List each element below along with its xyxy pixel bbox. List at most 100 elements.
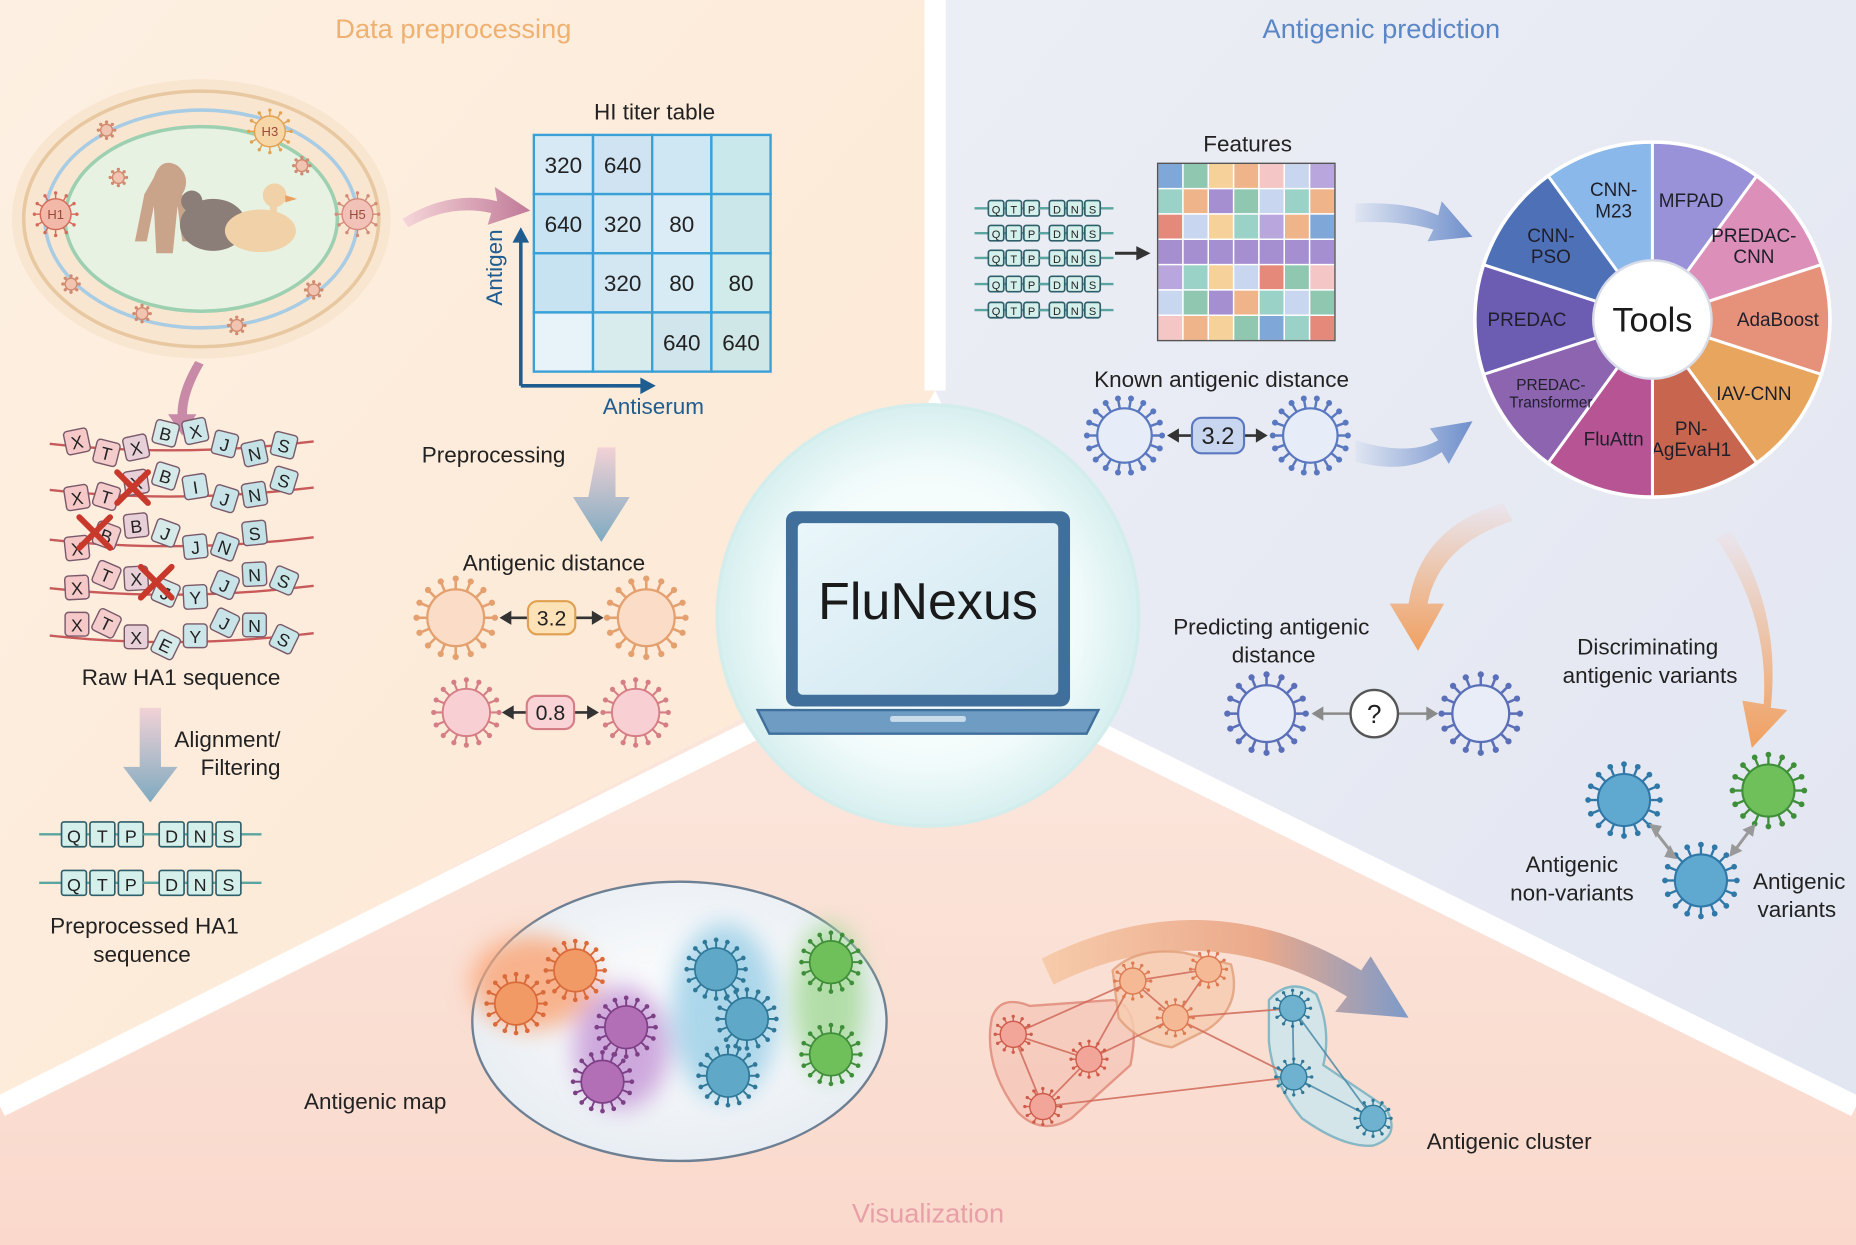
residue-box: P — [1023, 301, 1041, 319]
hi-cell-value: 80 — [728, 271, 753, 296]
arrow-to-raw-sequence — [168, 360, 204, 436]
residue: N — [246, 443, 263, 465]
residue-box: E — [150, 629, 182, 661]
feature-cell — [1232, 289, 1260, 316]
residue-box: N — [1066, 249, 1084, 267]
feature-cell — [1207, 238, 1235, 266]
residue-box: S — [1084, 224, 1102, 242]
residue-box: B — [151, 418, 181, 448]
tool-label: AdaBoost — [1737, 310, 1820, 331]
residue: Q — [67, 875, 81, 895]
residue-box: D — [1048, 224, 1066, 242]
residue-box: J — [210, 429, 240, 459]
residue-box: N — [240, 480, 269, 509]
residue-box: N — [241, 612, 268, 638]
hi-cell-value: 640 — [545, 212, 583, 237]
residue: X — [130, 628, 142, 648]
features-title: Features — [1203, 131, 1292, 156]
arrow-cluster-evolution — [1041, 919, 1409, 1018]
map-virus — [715, 987, 779, 1051]
residue-box: X — [181, 416, 210, 446]
tools-wheel: CNN-M23MFPADPREDAC-CNNAdaBoostIAV-CNNPN-… — [1473, 140, 1832, 499]
cluster-edge — [1042, 1076, 1294, 1108]
virus-b — [603, 575, 689, 661]
host-label-h5: H5 — [349, 207, 366, 222]
residue-box: D — [158, 821, 185, 848]
residue-box: S — [1084, 301, 1102, 319]
tool-label: Transformer — [1509, 395, 1592, 412]
tool-label: CNN — [1733, 247, 1774, 268]
residue-box: Q — [987, 301, 1005, 319]
residue-box: N — [1066, 199, 1084, 217]
feature-cell — [1182, 238, 1210, 266]
cluster-edge — [1012, 980, 1134, 1036]
residue-box: T — [91, 559, 122, 591]
small-virus-5 — [226, 315, 247, 336]
preprocessed-label-line2: sequence — [93, 942, 190, 967]
variants-label-line2: variants — [1757, 897, 1836, 922]
arrow-features-to-tools — [1355, 201, 1473, 242]
residue: S — [222, 827, 234, 847]
residue: T — [1010, 254, 1017, 266]
residue: Q — [992, 280, 1001, 292]
feature-cell — [1232, 263, 1260, 291]
feature-cell — [1308, 263, 1336, 291]
known-virus-a — [1083, 395, 1166, 476]
cluster-node-virus — [1023, 1086, 1063, 1127]
residue: Q — [67, 827, 81, 847]
residue: Q — [992, 254, 1001, 266]
hi-cell: 640 — [532, 192, 595, 255]
residue-box: N — [1066, 275, 1084, 293]
cluster-node-virus — [1272, 988, 1313, 1028]
residue-box: S — [215, 821, 242, 848]
tools-hub — [1592, 259, 1713, 380]
residue-box: Q — [987, 275, 1005, 293]
residue-box: S — [269, 465, 299, 495]
predicting-label-line1: Predicting antigenic — [1173, 614, 1369, 639]
discriminating-label-line2: antigenic variants — [1563, 663, 1738, 688]
cluster-node-virus — [1274, 1057, 1314, 1097]
known-virus-b — [1269, 395, 1351, 476]
hi-cell: 80 — [651, 252, 713, 314]
residue-box: D — [158, 869, 185, 897]
residue: Y — [189, 588, 202, 609]
residue: Q — [992, 306, 1001, 318]
residue-box: D — [1048, 301, 1066, 319]
residue: T — [1010, 306, 1017, 318]
deletion-cross-icon — [114, 469, 151, 506]
visualization-title: Visualization — [852, 1198, 1004, 1229]
map-virus — [696, 1044, 760, 1108]
host-cycle-illustration — [11, 79, 391, 359]
residue: Q — [992, 204, 1001, 216]
known-distance-title: Known antigenic distance — [1094, 367, 1349, 392]
residue-box: D — [1048, 275, 1066, 293]
feature-cell — [1232, 213, 1260, 241]
residue-box: Q — [987, 249, 1005, 267]
feature-cell — [1207, 187, 1235, 215]
residue: N — [1071, 254, 1079, 266]
visualization-panel-bg — [0, 710, 1856, 1245]
tool-label: CNN- — [1527, 226, 1574, 247]
preprocessing-arrow — [572, 447, 630, 543]
residue-box: Q — [60, 821, 88, 848]
cluster-edge — [1174, 1016, 1295, 1078]
residue: B — [157, 466, 174, 489]
residue: S — [222, 875, 234, 895]
hi-cell: 640 — [710, 311, 772, 373]
residue: S — [275, 470, 292, 493]
residue: P — [125, 827, 137, 847]
antigenic-distance-title: Antigenic distance — [463, 550, 645, 575]
residue: J — [190, 537, 201, 558]
residue-box: Q — [60, 869, 88, 897]
residue-box: B — [122, 512, 150, 539]
hi-cell: 80 — [710, 252, 772, 314]
cluster-node-virus — [1113, 961, 1153, 1001]
residue: S — [1089, 280, 1096, 292]
distance-value-2-badge: 0.8 — [525, 694, 576, 731]
reference-virus — [1662, 841, 1740, 920]
tool-label: PREDAC — [1488, 310, 1567, 331]
feature-cell — [1182, 314, 1210, 342]
residue: N — [247, 485, 263, 507]
